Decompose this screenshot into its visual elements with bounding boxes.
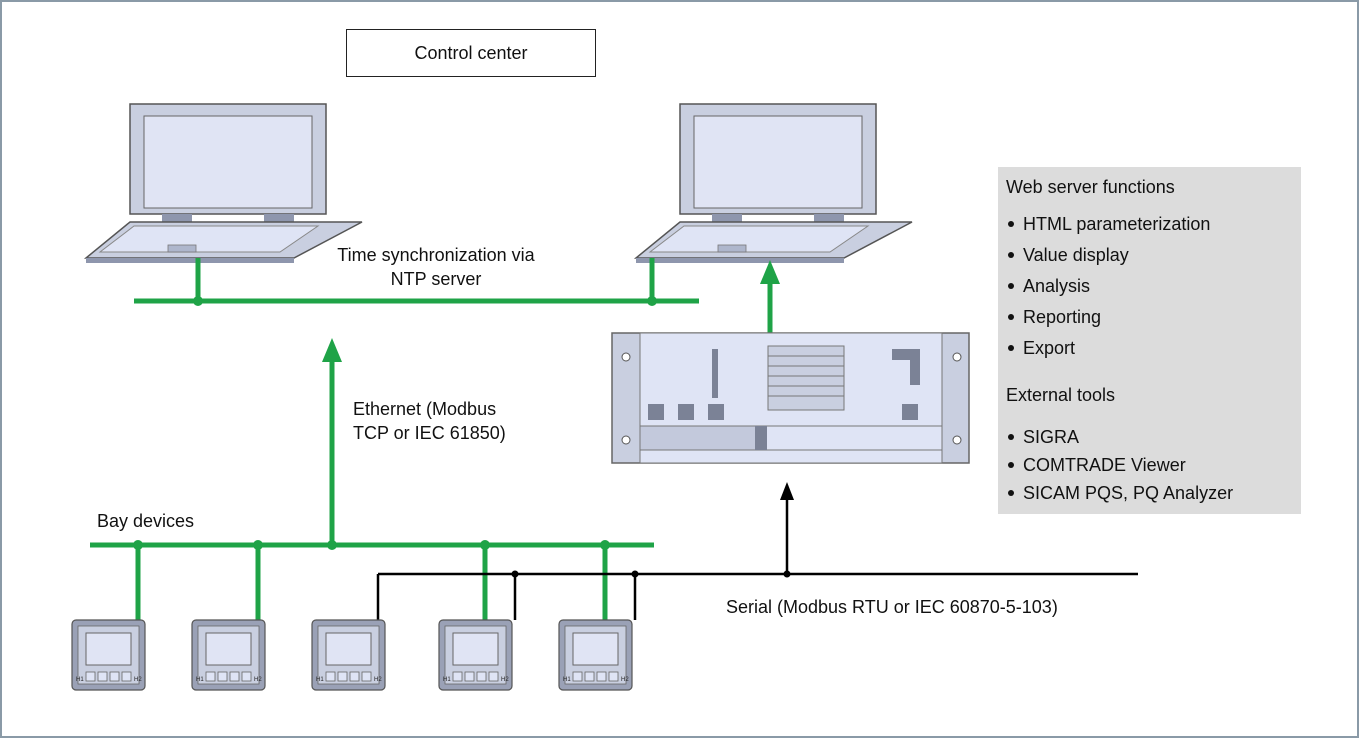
external-tools-heading: External tools	[1006, 385, 1116, 405]
bullet-icon	[1008, 314, 1014, 321]
web-function-item-label: Analysis	[1023, 276, 1091, 296]
device-key-label: H1	[563, 677, 571, 683]
bullet-icon	[1008, 283, 1014, 290]
laptop-right-icon	[633, 103, 913, 263]
web-function-item-label: Reporting	[1023, 307, 1102, 327]
web-function-item: Export	[1008, 338, 1075, 359]
web-function-item: HTML parameterization	[1008, 214, 1210, 235]
web-function-item-label: Export	[1023, 338, 1076, 358]
device-key-label: H2	[134, 677, 142, 683]
laptop-left-icon	[83, 103, 363, 263]
bay-devices-group: H1 H2 H1 H2 H1 H2 H1 H2 H1 H2	[71, 619, 633, 691]
external-tool-item-label: SICAM PQS, PQ Analyzer	[1023, 483, 1234, 503]
junction-dot	[133, 540, 143, 550]
ethernet-label: Ethernet (Modbus TCP or IEC 61850)	[353, 397, 506, 445]
serial-label: Serial (Modbus RTU or IEC 60870-5-103)	[726, 597, 1058, 617]
device-key-label: H1	[196, 677, 204, 683]
web-function-item: Analysis	[1008, 276, 1090, 297]
bay-device-icon: H1 H2	[311, 619, 386, 691]
web-function-item-label: HTML parameterization	[1023, 214, 1211, 234]
time-sync-label: Time synchronization via NTP server	[305, 243, 567, 291]
external-tool-item: SICAM PQS, PQ Analyzer	[1008, 483, 1233, 504]
rack-device-icon	[611, 332, 970, 464]
time-sync-label-line2: NTP server	[390, 269, 482, 289]
device-key-label: H2	[621, 677, 629, 683]
junction-dot	[480, 540, 490, 550]
bullet-icon	[1008, 490, 1014, 497]
bullet-icon	[1008, 345, 1014, 352]
external-tool-item-label: SIGRA	[1023, 427, 1080, 447]
bay-device-icon: H1 H2	[71, 619, 146, 691]
external-tool-item: COMTRADE Viewer	[1008, 455, 1186, 476]
junction-dot	[327, 540, 337, 550]
bay-device-icon: H1 H2	[438, 619, 513, 691]
junction-dot	[647, 296, 657, 306]
junction-dot	[193, 296, 203, 306]
junction-dot	[511, 570, 519, 578]
ethernet-label-line1: Ethernet (Modbus	[353, 399, 497, 419]
junction-dot	[631, 570, 639, 578]
bullet-icon	[1008, 434, 1014, 441]
serial-bus	[376, 572, 1138, 620]
device-key-label: H2	[374, 677, 382, 683]
control-center-title: Control center	[346, 29, 596, 77]
device-key-label: H2	[501, 677, 509, 683]
junction-dot	[600, 540, 610, 550]
time-sync-label-line1: Time synchronization via	[337, 245, 535, 265]
ethernet-bus-top	[134, 258, 699, 304]
ethernet-uplink-arrow	[322, 338, 342, 545]
junction-dot	[783, 570, 791, 578]
bullet-icon	[1008, 221, 1014, 228]
serial-uplink-arrow	[780, 482, 794, 574]
info-panel: Web server functions HTML parameterizati…	[998, 167, 1301, 514]
server-uplink-arrow	[760, 260, 780, 333]
web-function-item: Reporting	[1008, 307, 1101, 328]
web-server-functions-heading: Web server functions	[1006, 177, 1175, 197]
external-tool-item: SIGRA	[1008, 427, 1079, 448]
bullet-icon	[1008, 462, 1014, 469]
bay-device-icon: H1 H2	[191, 619, 266, 691]
web-function-item-label: Value display	[1023, 245, 1129, 265]
device-key-label: H1	[316, 677, 324, 683]
ethernet-label-line2: TCP or IEC 61850)	[353, 423, 506, 443]
device-key-label: H2	[254, 677, 262, 683]
ethernet-bus-bay	[90, 542, 654, 620]
bay-device-icon: H1 H2	[558, 619, 633, 691]
device-key-label: H1	[443, 677, 451, 683]
web-function-item: Value display	[1008, 245, 1129, 266]
bullet-icon	[1008, 252, 1014, 259]
external-tool-item-label: COMTRADE Viewer	[1023, 455, 1186, 475]
device-key-label: H1	[76, 677, 84, 683]
bay-devices-label: Bay devices	[97, 511, 195, 531]
junction-dot	[253, 540, 263, 550]
